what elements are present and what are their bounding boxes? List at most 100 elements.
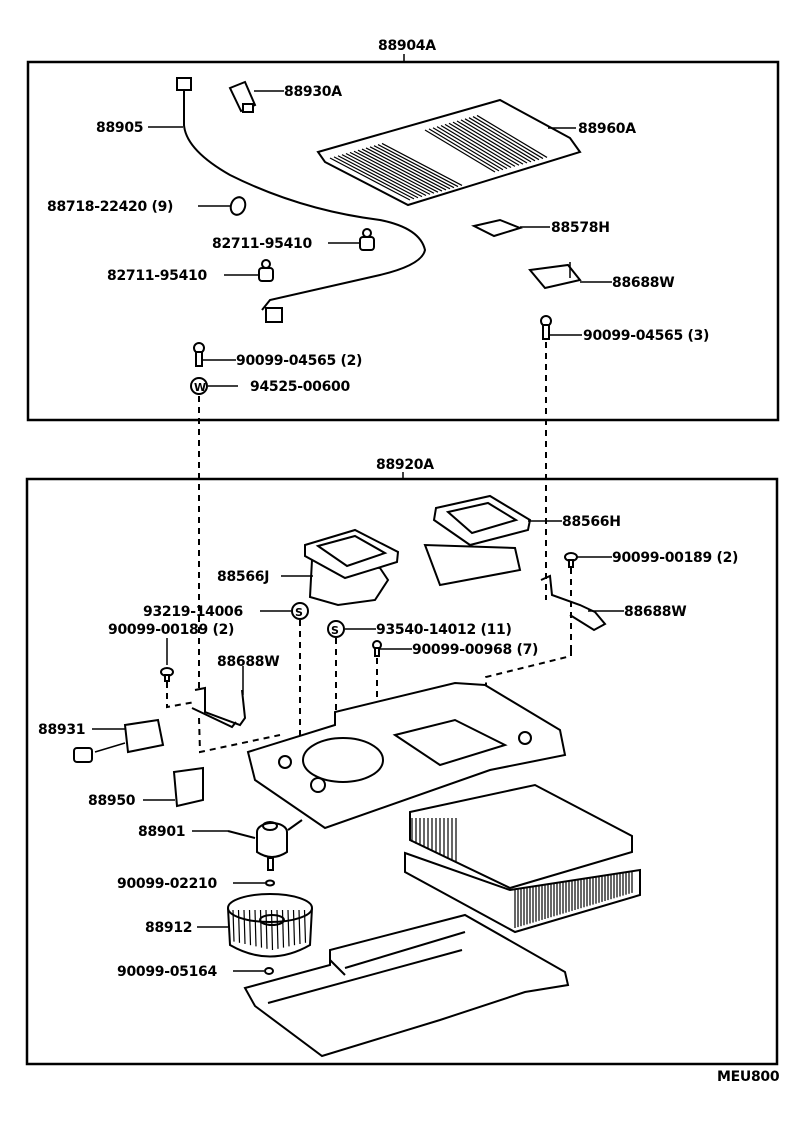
clip-b-part <box>258 259 274 282</box>
upper-case-part <box>246 681 567 830</box>
svg-text:S: S <box>331 624 339 637</box>
screw-l-part <box>160 667 174 682</box>
clip-s1-part: S <box>291 602 309 620</box>
nut-w-part: W <box>190 377 208 395</box>
hatch-line <box>424 129 496 173</box>
hatch-line <box>232 909 235 942</box>
hatch-line <box>440 125 512 169</box>
hatch-line <box>361 148 443 192</box>
hatch-line <box>381 142 463 186</box>
hatch-line <box>345 152 427 197</box>
hatch-line <box>456 120 528 164</box>
figure-code: MEU800 <box>717 1069 780 1085</box>
sensor-part <box>228 80 257 113</box>
hatch-line <box>287 909 290 947</box>
label-harness: 88905 <box>96 120 143 136</box>
bracket-r-part <box>540 574 607 632</box>
label-nut: 94525-00600 <box>250 379 350 395</box>
hatch-line <box>292 909 296 946</box>
hatch-line <box>298 909 301 945</box>
cover-part <box>316 98 582 207</box>
duct-j-part <box>304 528 400 607</box>
label-bracket-l: 88688W <box>217 654 279 670</box>
hatch-line <box>303 909 307 943</box>
hatch-line <box>373 145 455 189</box>
hatch-line <box>281 909 285 948</box>
hatch-line <box>353 150 435 194</box>
hatch-line <box>464 118 536 162</box>
washer-part <box>265 879 275 887</box>
label-clip-s2: 93540-14012 (11) <box>376 622 512 638</box>
label-fan: 88912 <box>145 920 192 936</box>
hatch-line <box>452 121 524 165</box>
hatch-line <box>428 128 500 172</box>
label-nut2: 90099-05164 <box>117 964 217 980</box>
label-motor: 88901 <box>138 824 185 840</box>
duct-h-part <box>423 494 532 587</box>
plate-part <box>172 766 204 808</box>
label-cover: 88960A <box>578 121 636 137</box>
filter-part <box>404 783 641 934</box>
label-clamp: 88718-22420 (9) <box>47 199 173 215</box>
label-plate: 88950 <box>88 793 136 809</box>
hatch-line <box>270 909 274 951</box>
bracket-l-part <box>191 686 247 729</box>
label-bracket-upper: 88688W <box>612 275 674 291</box>
label-clip-a: 82711-95410 <box>212 236 312 252</box>
hatch-line <box>468 117 540 161</box>
label-bracket-r: 88688W <box>624 604 686 620</box>
hatch-line <box>436 126 508 170</box>
clip-s2-part: S <box>327 620 345 638</box>
dashed-guide-top <box>485 650 572 690</box>
hatch-line <box>369 146 451 190</box>
lower-assembly-number: 88920A <box>376 457 434 473</box>
fan-part <box>227 893 313 958</box>
hatch-line <box>329 157 411 201</box>
screw-c-part <box>372 640 382 657</box>
hatch-line <box>341 154 423 198</box>
hatch-line <box>337 155 419 199</box>
hatch-line <box>333 156 415 200</box>
label-pad: 88578H <box>551 220 610 236</box>
dashed-guide-bracket <box>198 717 281 754</box>
hatch-line <box>460 119 532 163</box>
hatch-line <box>259 909 263 948</box>
label-screw-r: 90099-00189 (2) <box>612 550 738 566</box>
label-screw-l: 90099-00189 (2) <box>108 622 234 638</box>
upper-assembly-box <box>26 60 780 422</box>
hatch-line <box>237 909 241 943</box>
screw-r-part <box>564 552 578 568</box>
hatch-line <box>432 127 504 171</box>
motor-part <box>227 819 303 871</box>
harness-part <box>176 77 427 323</box>
dashed-guide-screw-l <box>166 682 196 709</box>
hatch-line <box>365 147 447 191</box>
label-duct-h: 88566H <box>562 514 621 530</box>
pad-part <box>471 218 524 238</box>
hatch-line <box>444 123 516 167</box>
label-screw-left: 90099-04565 (2) <box>236 353 362 369</box>
lower-case-part <box>243 913 570 1058</box>
label-screw-right: 90099-04565 (3) <box>583 328 709 344</box>
lower-assembly-box <box>25 477 779 1066</box>
resistor-part <box>73 718 165 763</box>
hatch-line <box>476 114 548 158</box>
svg-text:S: S <box>295 606 303 619</box>
hatch-line <box>349 151 431 195</box>
label-clip-b: 82711-95410 <box>107 268 207 284</box>
hatch-line <box>248 909 252 946</box>
bracket-upper-part <box>528 262 582 290</box>
hatch-line <box>243 909 246 945</box>
screw-right-part <box>540 315 552 340</box>
hatch-line <box>448 122 520 166</box>
hatch-line <box>357 149 439 193</box>
label-resistor: 88931 <box>38 722 85 738</box>
label-sensor: 88930A <box>284 84 342 100</box>
clip-a-part <box>359 228 375 251</box>
screw-left-part <box>193 342 205 367</box>
nut2-part <box>264 967 274 975</box>
svg-text:W: W <box>194 381 206 394</box>
hatch-line <box>254 909 257 947</box>
upper-assembly-number: 88904A <box>378 38 436 54</box>
